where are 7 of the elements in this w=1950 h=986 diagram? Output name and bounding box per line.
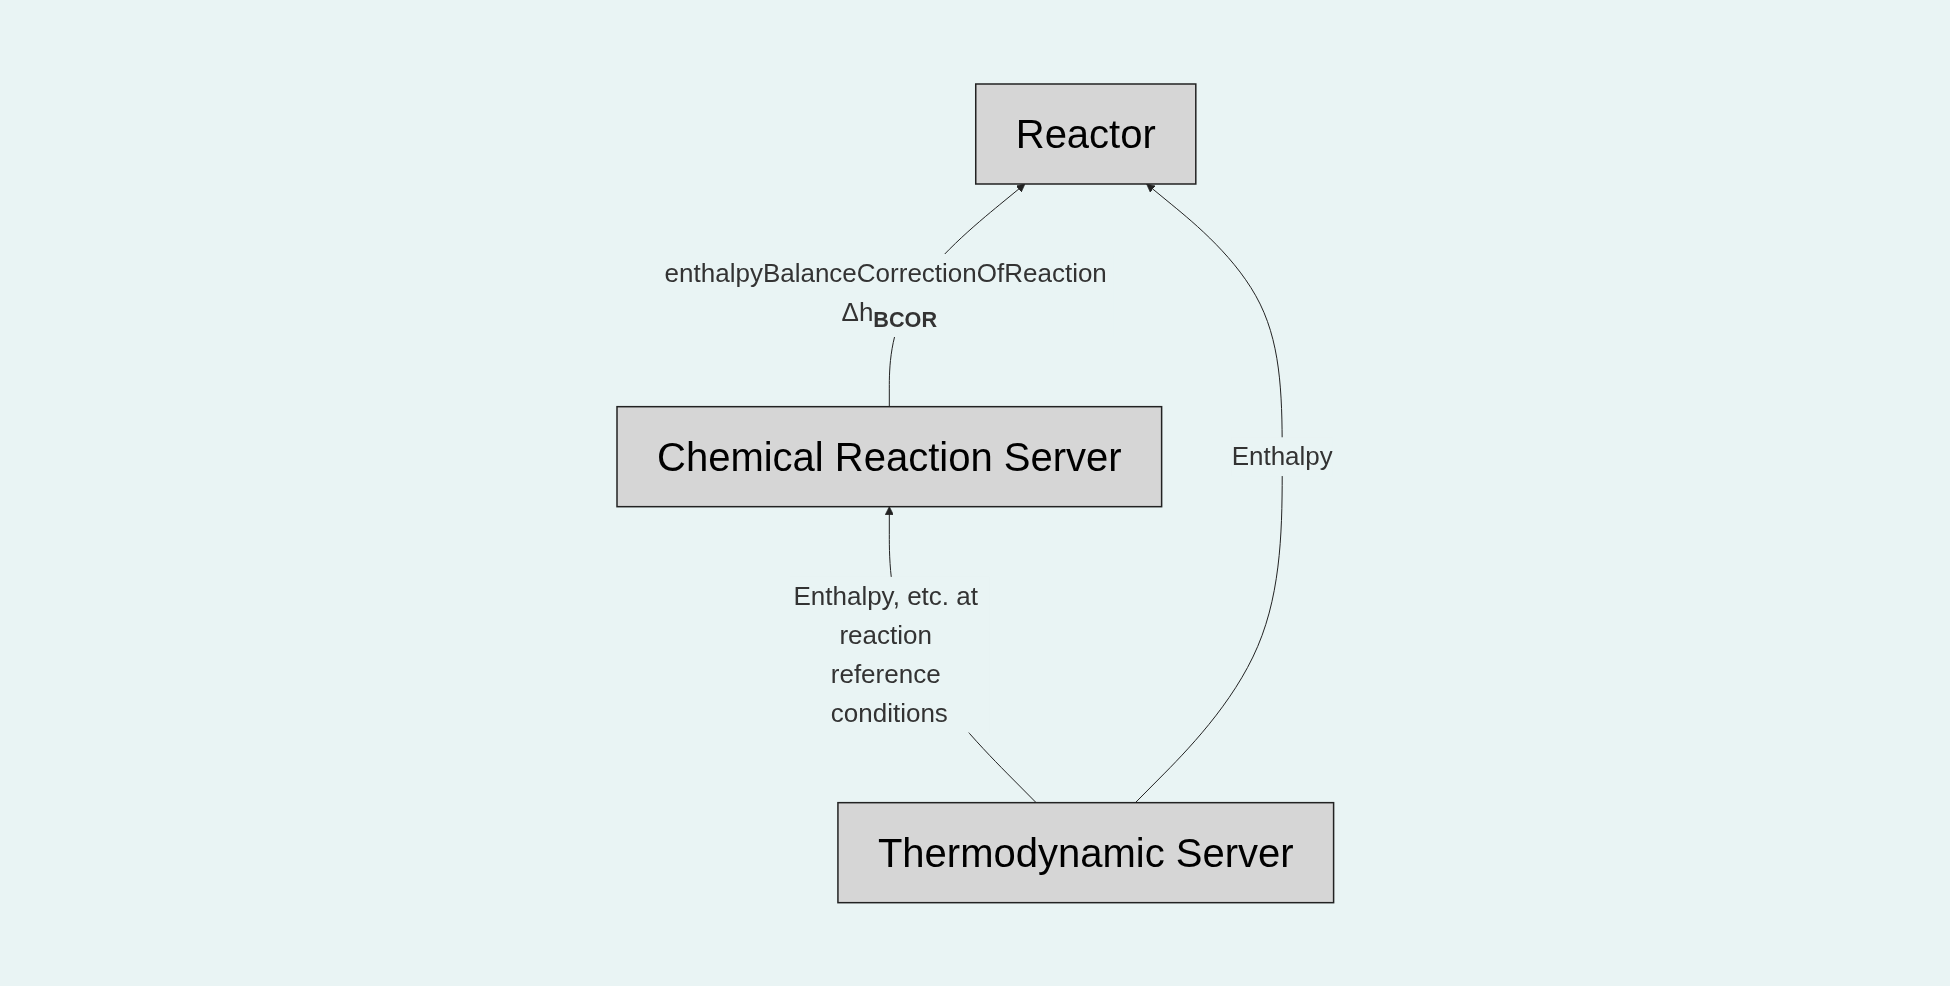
node-box: Reactor	[974, 82, 1197, 185]
edge-label: Enthalpy, etc. at reaction reference conditions	[793, 580, 978, 728]
edge-label: enthalpyBalanceCorrectionOfReaction Δh$_{BCOR}$	[664, 257, 1107, 332]
arrow	[1134, 183, 1283, 803]
edge-label: Enthalpy	[1231, 440, 1333, 471]
node-box: Thermodynamic Server	[836, 801, 1335, 904]
node-box: Chemical Reaction Server	[615, 405, 1163, 508]
